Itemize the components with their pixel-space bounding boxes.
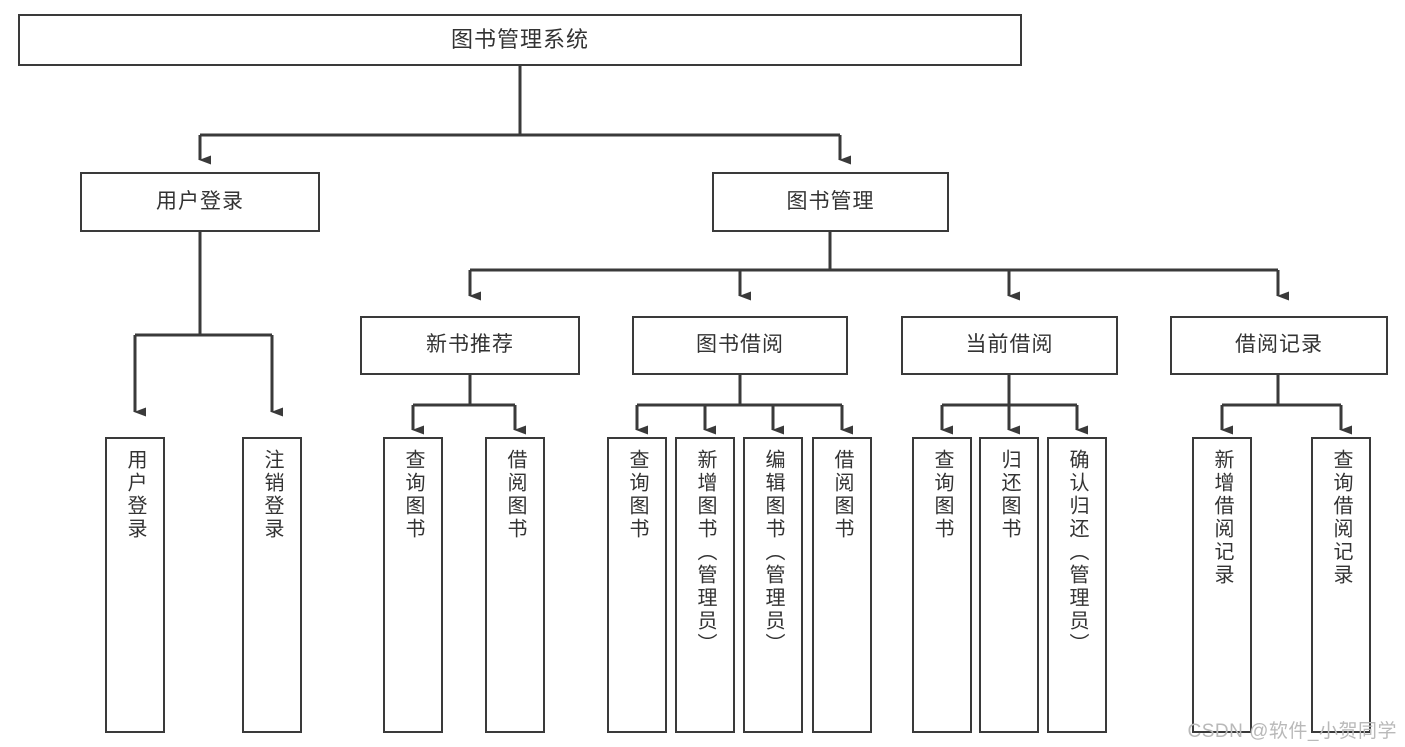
leaf-book-borrow-add[interactable]: 新增图书（管理员） xyxy=(675,437,735,733)
leaf-label: 借阅图书 xyxy=(504,449,526,541)
leaf-label: 新增借阅记录 xyxy=(1211,449,1233,587)
leaf-new-book-borrow[interactable]: 借阅图书 xyxy=(485,437,545,733)
leaf-label: 归还图书 xyxy=(998,449,1020,541)
node-book-management-label: 图书管理 xyxy=(786,189,875,213)
leaf-current-borrow-query[interactable]: 查询图书 xyxy=(912,437,972,733)
leaf-label: 借阅图书 xyxy=(831,449,853,541)
node-current-borrow[interactable]: 当前借阅 xyxy=(901,316,1118,375)
node-root-system[interactable]: 图书管理系统 xyxy=(18,14,1022,66)
leaf-label: 确认归还（管理员） xyxy=(1066,449,1088,656)
leaf-label: 编辑图书（管理员） xyxy=(762,449,784,656)
leaf-label: 注销登录 xyxy=(261,449,283,541)
node-new-book-recommend[interactable]: 新书推荐 xyxy=(360,316,580,375)
leaf-book-borrow-edit[interactable]: 编辑图书（管理员） xyxy=(743,437,803,733)
node-user-login-label: 用户登录 xyxy=(156,189,244,213)
node-current-borrow-label: 当前借阅 xyxy=(965,333,1054,357)
watermark-text: CSDN @软件_小贺同学 xyxy=(1187,721,1397,742)
leaf-new-book-query[interactable]: 查询图书 xyxy=(383,437,443,733)
leaf-borrow-record-add[interactable]: 新增借阅记录 xyxy=(1192,437,1252,733)
leaf-label: 查询图书 xyxy=(931,449,953,541)
leaf-label: 用户登录 xyxy=(124,449,146,541)
leaf-book-borrow-query[interactable]: 查询图书 xyxy=(607,437,667,733)
leaf-book-borrow-borrow[interactable]: 借阅图书 xyxy=(812,437,872,733)
node-book-management[interactable]: 图书管理 xyxy=(712,172,949,232)
node-new-book-recommend-label: 新书推荐 xyxy=(426,333,514,357)
node-book-borrow-label: 图书借阅 xyxy=(696,333,784,357)
leaf-label: 查询图书 xyxy=(402,449,424,541)
leaf-current-borrow-return[interactable]: 归还图书 xyxy=(979,437,1039,733)
node-book-borrow[interactable]: 图书借阅 xyxy=(632,316,848,375)
leaf-current-borrow-confirm-return[interactable]: 确认归还（管理员） xyxy=(1047,437,1107,733)
leaf-user-login-logout[interactable]: 注销登录 xyxy=(242,437,302,733)
leaf-label: 查询图书 xyxy=(626,449,648,541)
node-borrow-record-label: 借阅记录 xyxy=(1235,333,1323,357)
node-root-label: 图书管理系统 xyxy=(450,27,589,53)
leaf-user-login-login[interactable]: 用户登录 xyxy=(105,437,165,733)
node-borrow-record[interactable]: 借阅记录 xyxy=(1170,316,1388,375)
leaf-label: 新增图书（管理员） xyxy=(694,449,716,656)
leaf-label: 查询借阅记录 xyxy=(1330,449,1352,587)
leaf-borrow-record-query[interactable]: 查询借阅记录 xyxy=(1311,437,1371,733)
node-user-login[interactable]: 用户登录 xyxy=(80,172,320,232)
